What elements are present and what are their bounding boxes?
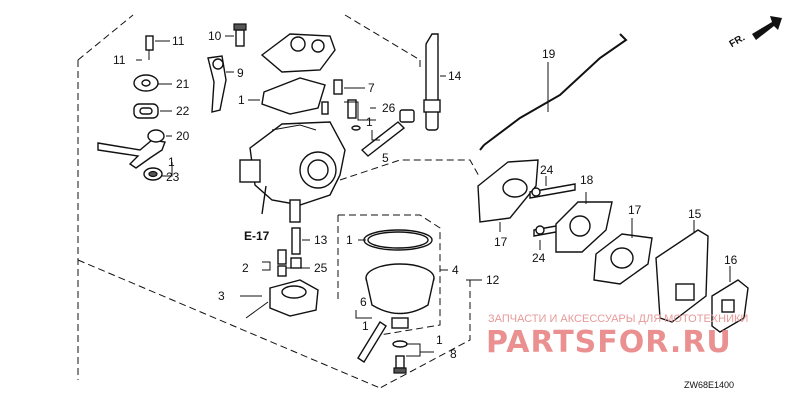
label-1-jet: 1 (366, 115, 373, 129)
label-18: 18 (580, 173, 594, 187)
air-cleaner-gasket (711, 279, 749, 333)
insulator-gasket-front (477, 159, 539, 223)
label-16: 16 (724, 253, 738, 267)
front-direction-marker: FR. (728, 16, 782, 50)
label-20: 20 (176, 129, 190, 143)
label-11-second: 11 (113, 53, 126, 67)
float-chamber (365, 263, 435, 329)
part-number-labels: 11 11 21 22 20 1 23 10 9 1 7 26 1 5 14 1… (113, 29, 738, 361)
label-15: 15 (688, 207, 702, 221)
label-17-front: 17 (494, 235, 508, 249)
choke-rod (479, 33, 628, 151)
insulator (555, 201, 613, 253)
label-13: 13 (314, 233, 328, 247)
rubber-seal (133, 103, 159, 119)
label-e-17: E-17 (244, 229, 270, 243)
label-2: 2 (242, 261, 249, 275)
spring-washer (143, 167, 163, 181)
label-26: 26 (382, 101, 396, 115)
assembly-boundary (77, 14, 481, 389)
air-cleaner-base (655, 229, 709, 323)
choke-lever-washer (133, 74, 159, 92)
carburetor-body (239, 121, 346, 223)
drain-screw (357, 321, 387, 363)
diagram-code: ZW68E1400 (684, 380, 734, 390)
label-21: 21 (176, 77, 190, 91)
label-5: 5 (382, 151, 389, 165)
label-14: 14 (448, 69, 462, 83)
label-8: 8 (450, 347, 457, 361)
main-jet (290, 227, 302, 269)
label-23: 23 (166, 170, 180, 184)
choke-lever (97, 129, 166, 169)
carburetor-cover (260, 33, 336, 73)
label-7: 7 (368, 81, 375, 95)
float-chamber-gasket (363, 229, 433, 251)
label-1-bowl-gasket: 1 (346, 233, 353, 247)
label-11-top: 11 (172, 34, 185, 48)
fuel-tube (423, 33, 441, 131)
float (245, 279, 319, 319)
leader-lines (136, 35, 731, 357)
fr-arrow-icon (752, 16, 782, 40)
fuel-inlet-joint (207, 55, 227, 113)
watermark-tagline: ЗАПЧАСТИ И АКСЕССУАРЫ ДЛЯ МОТОТЕХНИКИ (488, 313, 748, 325)
cover-gasket (261, 77, 326, 115)
label-24-lower: 24 (532, 251, 546, 265)
label-24-upper: 24 (540, 163, 554, 177)
label-19: 19 (542, 47, 556, 61)
watermark-brand: PARTSFOR.RU (486, 325, 732, 360)
label-10: 10 (208, 29, 222, 43)
label-3: 3 (218, 289, 225, 303)
bolt-and-washer (392, 340, 408, 374)
fr-label: FR. (728, 32, 748, 50)
float-bowl-kit-boundary (337, 214, 441, 336)
stud-bolt-upper (529, 183, 576, 199)
label-17-rear: 17 (628, 203, 642, 217)
watermark: ЗАПЧАСТИ И АКСЕССУАРЫ ДЛЯ МОТОТЕХНИКИ PA… (486, 313, 748, 360)
label-9: 9 (237, 66, 244, 80)
jet-screws (321, 79, 361, 131)
pilot-screw (360, 109, 415, 157)
drain-bolt-top (233, 23, 247, 47)
label-25: 25 (314, 261, 328, 275)
label-12: 12 (486, 273, 500, 287)
label-22: 22 (176, 104, 190, 118)
throttle-stop-screw (145, 35, 154, 60)
label-1-drain: 1 (362, 319, 369, 333)
label-4: 4 (452, 263, 459, 277)
label-1-gasket: 1 (238, 93, 245, 107)
insulator-gasket-rear (593, 233, 653, 285)
label-1-bolt: 1 (436, 333, 443, 347)
needle-jet (277, 249, 287, 277)
label-1-lever: 1 (168, 155, 175, 169)
label-6: 6 (360, 295, 367, 309)
